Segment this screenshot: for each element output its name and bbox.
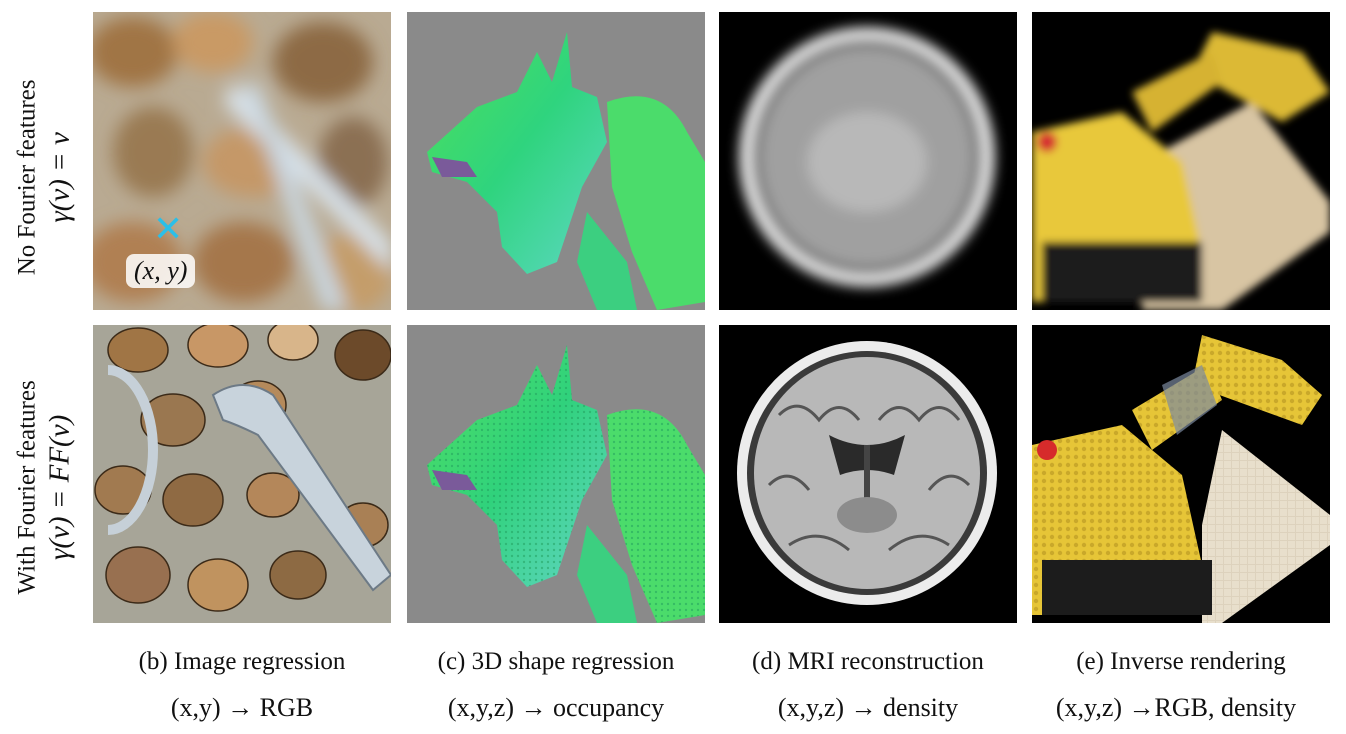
row-label-with-fourier-title: With Fourier features [13,380,41,595]
caption-inverse-rendering: (e) Inverse rendering [1076,648,1286,675]
panel-shape-regression-detailed [407,325,705,623]
blurry-walnuts-image [93,12,391,310]
coordinate-label: (x, y) [126,254,196,288]
row-label-with-fourier: With Fourier features γ(v) = FF(v) [13,337,78,637]
sharp-walnuts-image [93,325,391,623]
row-label-no-fourier-formula: γ(v) = v [43,132,76,223]
caption-image-regression: (b) Image regression [138,648,346,675]
mapping-shape-regression: (x,y,z) → occupancy [447,693,665,722]
blurry-mri-slice [719,12,1017,310]
caption-mri-reconstruction: (d) MRI reconstruction [752,648,984,675]
sharp-lego-render [1032,325,1330,623]
sharp-mri-slice [719,325,1017,623]
row-label-with-fourier-formula: γ(v) = FF(v) [43,414,76,561]
blurry-lego-render [1032,12,1330,310]
panel-inverse-rendering-sharp [1032,325,1330,623]
row-label-no-fourier-title: No Fourier features [13,79,41,276]
row-label-no-fourier: No Fourier features γ(v) = v [13,27,78,327]
mapping-mri-reconstruction: (x,y,z) → density [777,693,959,722]
panel-image-regression-blurry: ✕ (x, y) [93,12,391,310]
panel-mri-sharp [719,325,1017,623]
panel-shape-regression-smooth [407,12,705,310]
smooth-dragon-render [407,12,705,310]
panel-inverse-rendering-blurry [1032,12,1330,310]
panel-mri-blurry [719,12,1017,310]
cross-marker-icon: ✕ [153,209,184,250]
detailed-dragon-render [407,325,705,623]
mapping-inverse-rendering: (x,y,z) →RGB, density [1055,693,1297,722]
panel-image-regression-sharp [93,325,391,623]
caption-shape-regression: (c) 3D shape regression [437,648,675,675]
mapping-image-regression: (x,y) → RGB [170,693,314,722]
